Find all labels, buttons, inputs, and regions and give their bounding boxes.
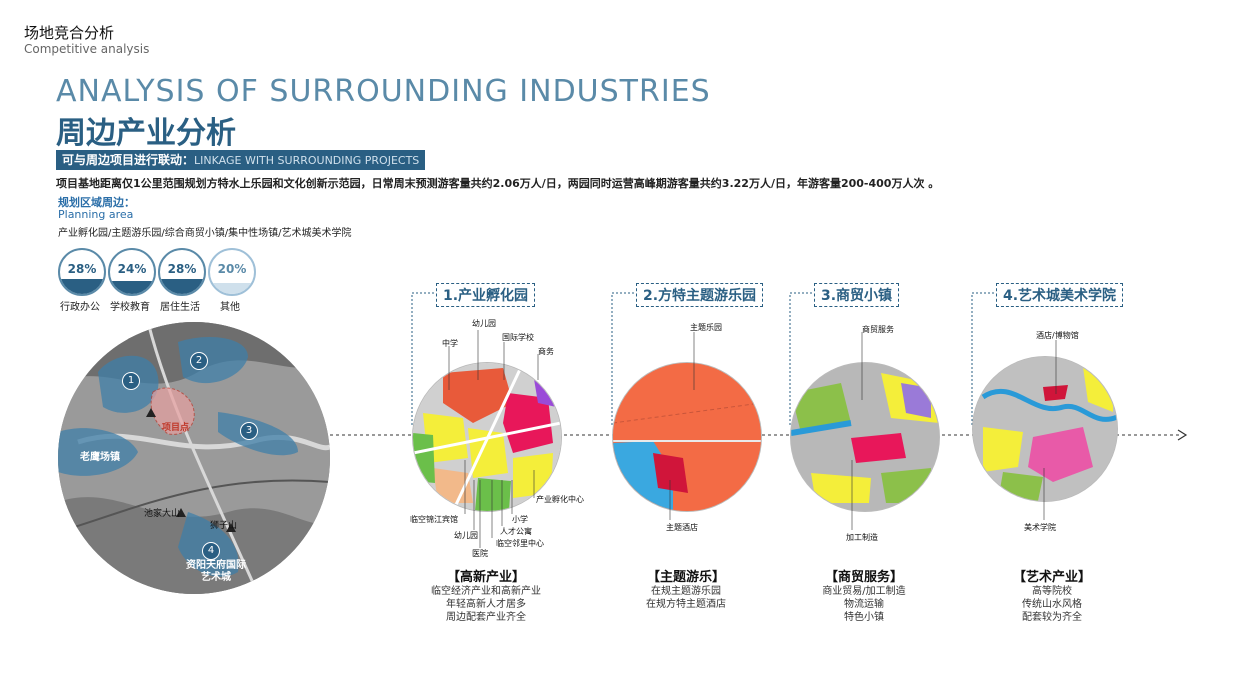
stat-label: 学校教育 <box>110 302 150 313</box>
planning-area-list: 产业孵化园/主题游乐园/综合商贸小镇/集中性场镇/艺术城美术学院 <box>58 228 352 239</box>
section-2-leaders <box>669 332 695 520</box>
s1-annot-intl-school: 国际学校 <box>502 333 534 342</box>
section-1-connector <box>411 292 438 426</box>
map-marker-4: 4 <box>202 542 220 560</box>
section-4-tag: 4.艺术城美术学院 <box>996 283 1124 307</box>
section-4-line: 高等院校 <box>1032 586 1072 597</box>
map-marker-1: 1 <box>122 372 140 390</box>
section-2-map <box>612 362 762 512</box>
s1-annot-neighborhood: 临空邻里中心 <box>496 539 544 548</box>
s1-annot-business: 商务 <box>538 347 554 356</box>
stat-label: 行政办公 <box>60 302 100 313</box>
linkage-bar-en: LINKAGE WITH SURROUNDING PROJECTS <box>194 154 420 167</box>
section-2-info: 【主题游乐】 在规主题游乐园 在规方特主题酒店 <box>606 566 766 611</box>
map-marker-3: 3 <box>240 422 258 440</box>
linkage-bar-cn: 可与周边项目进行联动： <box>62 153 195 167</box>
section-3-line: 商业贸易/加工制造 <box>822 586 906 597</box>
s1-annot-middle-school: 中学 <box>442 339 458 348</box>
stat-label: 其他 <box>220 302 240 313</box>
planning-area-subtitle: Planning area <box>58 208 134 221</box>
section-3-map <box>790 362 940 512</box>
map-label-laoying: 老鹰场镇 <box>80 452 120 463</box>
s1-annot-primary: 小学 <box>512 515 528 524</box>
description-text: 项目基地距离仅1公里范围规划方特水上乐园和文化创新示范园，日常周末预测游客量共约… <box>56 177 940 190</box>
page-header-subtitle: Competitive analysis <box>24 42 150 56</box>
section-3-category: 【商贸服务】 <box>824 570 903 585</box>
s2-annot-theme-hotel: 主题酒店 <box>666 523 698 532</box>
map-marker-2: 2 <box>190 352 208 370</box>
s4-annot-hotel-museum: 酒店/博物馆 <box>1036 331 1079 340</box>
s1-annot-hospital: 医院 <box>472 549 488 558</box>
section-1-tag: 1.产业孵化园 <box>436 283 536 307</box>
page-header-title: 场地竞合分析 <box>24 24 115 42</box>
linkage-bar: 可与周边项目进行联动：LINKAGE WITH SURROUNDING PROJ… <box>56 150 426 170</box>
s1-annot-talent-apt: 人才公寓 <box>500 527 532 536</box>
site-map-circle: 1 2 3 4 老鹰场镇 项目点 池家大山 狮子山 资阳天府国际艺术城 <box>58 322 330 594</box>
s4-annot-art-academy: 美术学院 <box>1024 523 1056 532</box>
section-4-line: 配套较为齐全 <box>1022 612 1082 623</box>
s3-annot-manufacture: 加工制造 <box>846 533 878 542</box>
section-4-info: 【艺术产业】 高等院校 传统山水风格 配套较为齐全 <box>972 566 1132 624</box>
section-1-leaders <box>448 330 539 548</box>
section-2-line: 在规方特主题酒店 <box>646 599 726 610</box>
stat-fill <box>110 281 154 294</box>
stat-value: 24% <box>117 262 147 276</box>
stat-circle-other: 20% <box>208 248 256 296</box>
stat-circle-office: 28% <box>58 248 106 296</box>
section-4-category: 【艺术产业】 <box>1012 570 1091 585</box>
stat-fill <box>210 283 254 294</box>
section-2-line: 在规主题游乐园 <box>651 586 721 597</box>
section-4-map-graphic <box>973 357 1117 501</box>
s1-annot-hotel: 临空锦江宾馆 <box>410 515 458 524</box>
section-4-connector <box>971 292 998 426</box>
stat-circle-education: 24% <box>108 248 156 296</box>
planning-area-title: 规划区域周边： <box>58 196 135 209</box>
stat-fill <box>60 279 104 294</box>
map-label-chijia: 池家大山 <box>144 509 181 519</box>
section-1-line: 临空经济产业和高新产业 <box>431 586 541 597</box>
s3-annot-trade: 商贸服务 <box>862 325 894 334</box>
main-title-cn: 周边产业分析 <box>56 116 236 151</box>
section-2-map-graphic <box>613 363 761 511</box>
section-3-tag: 3.商贸小镇 <box>814 283 900 307</box>
section-3-line: 特色小镇 <box>844 612 884 623</box>
s1-annot-kindergarten-2: 幼儿园 <box>454 531 478 540</box>
section-4-map <box>972 356 1118 502</box>
section-3-info: 【商贸服务】 商业贸易/加工制造 物流运输 特色小镇 <box>784 566 944 624</box>
section-2-category: 【主题游乐】 <box>646 570 725 585</box>
map-label-shizi: 狮子山 <box>210 521 238 531</box>
s1-annot-kindergarten: 幼儿园 <box>472 319 496 328</box>
section-4-leaders <box>1043 340 1057 520</box>
stat-fill <box>160 279 204 294</box>
section-1-category: 【高新产业】 <box>446 570 525 585</box>
s2-annot-theme-park: 主题乐园 <box>690 323 722 332</box>
stat-value: 20% <box>217 262 247 276</box>
section-1-line: 周边配套产业齐全 <box>446 612 526 623</box>
s1-annot-incubation: 产业孵化中心 <box>536 495 584 504</box>
section-3-line: 物流运输 <box>844 599 884 610</box>
stat-value: 28% <box>67 262 97 276</box>
map-label-ziyang: 资阳天府国际艺术城 <box>186 560 246 583</box>
stat-value: 28% <box>167 262 197 276</box>
main-title-en: ANALYSIS OF SURROUNDING INDUSTRIES <box>56 74 711 109</box>
map-label-site: 项目点 <box>162 423 190 433</box>
section-1-line: 年轻高新人才居多 <box>446 599 526 610</box>
section-4-line: 传统山水风格 <box>1022 599 1082 610</box>
section-2-tag: 2.方特主题游乐园 <box>636 283 764 307</box>
stat-circle-living: 28% <box>158 248 206 296</box>
section-3-connector <box>789 292 816 426</box>
stat-label: 居住生活 <box>160 302 200 313</box>
section-3-leaders <box>851 332 863 530</box>
section-2-connector <box>611 292 638 426</box>
section-1-info: 【高新产业】 临空经济产业和高新产业 年轻高新人才居多 周边配套产业齐全 <box>406 566 566 624</box>
